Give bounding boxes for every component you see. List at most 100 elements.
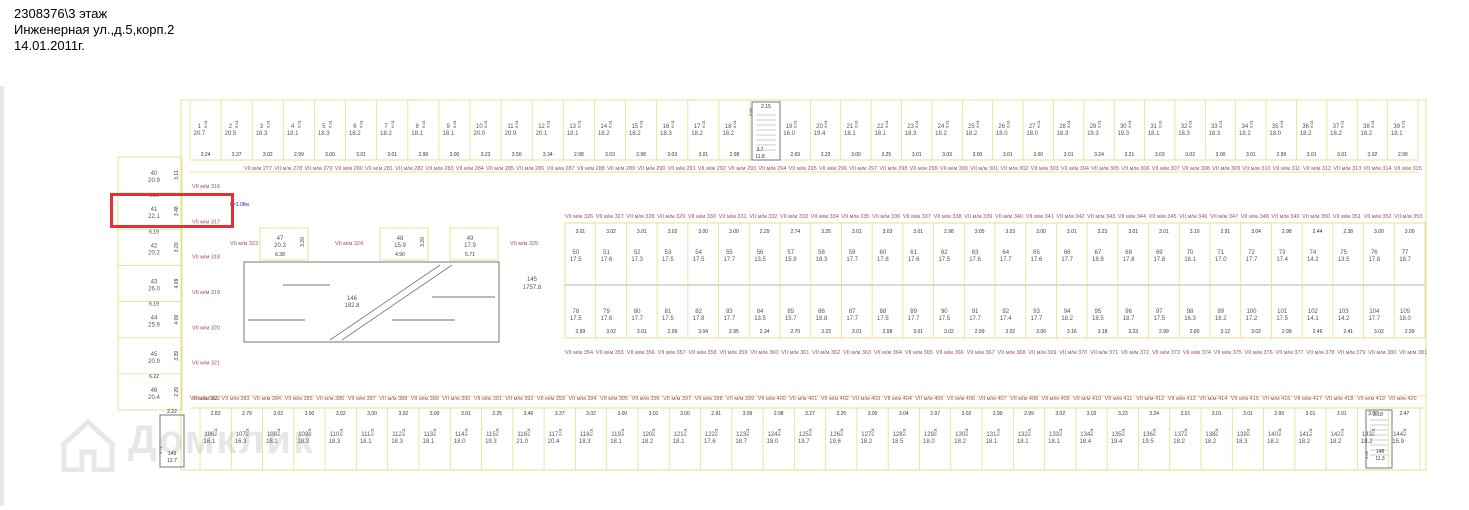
- room-width-label: 3.46: [524, 411, 534, 417]
- room-number: 93: [1033, 309, 1040, 315]
- room-depth-label: 6.01: [244, 427, 249, 436]
- parking-space-label: VII м/м 419: [1357, 396, 1385, 402]
- parking-space-label: VII м/м 332: [749, 214, 777, 220]
- parking-space-label: VII м/м 397: [663, 396, 691, 402]
- room-width-label: 3.00: [1033, 152, 1043, 158]
- room-number: 116: [517, 432, 527, 438]
- room-area: 18.0: [454, 439, 466, 445]
- room-area: 18.3: [1057, 131, 1069, 137]
- room-width-label: 3.23: [481, 152, 491, 158]
- stair-number: 3.7: [757, 147, 764, 153]
- room-number: 80: [634, 309, 641, 315]
- room-depth-label: 6.01: [853, 119, 858, 128]
- room-number: 24: [938, 124, 945, 130]
- room-area: 18.3: [318, 131, 330, 137]
- parking-space-label: VII м/м 338: [934, 214, 962, 220]
- room-area: 18.9: [1092, 257, 1104, 263]
- room-number: 43: [151, 280, 158, 286]
- room-width-label: 3.01: [461, 411, 471, 417]
- parking-space-label: VII м/м 319: [192, 290, 220, 296]
- room-area: 15.9: [1392, 439, 1404, 445]
- parking-space-label: VII м/м 389: [411, 396, 439, 402]
- stair-number: 149: [168, 451, 177, 457]
- room-width-label: 3.01: [387, 152, 397, 158]
- stair-bottom-left: [159, 414, 185, 468]
- room-depth-label: 6.01: [545, 119, 550, 128]
- room-depth-label: 6.01: [576, 119, 581, 128]
- room-width-label: 3.03: [1005, 229, 1015, 235]
- room-area: 18.2: [1361, 439, 1373, 445]
- room-area: 18.2: [954, 439, 966, 445]
- room-number: 109: [298, 432, 309, 438]
- stair-label: 2.18: [1373, 412, 1383, 418]
- room-area: 15.9: [394, 243, 406, 249]
- parking-space-label: VII м/м 318: [192, 255, 220, 261]
- room-number: 71: [1217, 250, 1224, 256]
- parking-space-label: VII м/м 317: [192, 219, 220, 225]
- room-width-label: 3.10: [1190, 229, 1200, 235]
- room-area: 17.5: [570, 316, 582, 322]
- room-area: 18.3: [816, 257, 828, 263]
- inner-room: [449, 227, 499, 261]
- room-width-label: 3.03: [667, 152, 677, 158]
- room-depth-label: 6.01: [701, 119, 706, 128]
- room-width-label: 3.00: [851, 152, 861, 158]
- room-depth-label: 6.01: [1218, 119, 1223, 128]
- room-area: 18.2: [1215, 316, 1227, 322]
- parking-space-label: VII м/м 312: [1303, 166, 1331, 172]
- room-area: 17.4: [1276, 257, 1288, 263]
- parking-space-label: VII м/м 279: [305, 166, 333, 172]
- parking-space-label: VII м/м 281: [365, 166, 393, 172]
- parking-space-label: VII м/м 401: [789, 396, 817, 402]
- room-depth-label: 6.01: [514, 119, 519, 128]
- parking-space-label: VII м/м 285: [486, 166, 514, 172]
- parking-space-label: VII м/м 394: [568, 396, 596, 402]
- parking-space-label: VII м/м 302: [1000, 166, 1028, 172]
- room-area: 16.1: [204, 439, 216, 445]
- room-number: 76: [1371, 250, 1378, 256]
- address-line: Инженерная ул.,д.5,корп.2: [14, 22, 175, 37]
- room-depth-label: 6.01: [839, 427, 844, 436]
- parking-space-label: VII м/м 391: [474, 396, 502, 402]
- room-width-label: 2.95: [729, 329, 739, 335]
- inner-room: [259, 227, 309, 261]
- room-area: 17.6: [1031, 257, 1043, 263]
- room-width-label: 3.01: [1067, 229, 1077, 235]
- room-area: 17.7: [723, 257, 735, 263]
- room-depth-label: 6.01: [463, 427, 468, 436]
- parking-space-label: VII м/м 322: [192, 396, 220, 402]
- parking-space-label: VII м/м 348: [1241, 214, 1269, 220]
- room-depth-label: 6.01: [1402, 427, 1407, 436]
- room-area: 20.9: [148, 178, 160, 184]
- room-depth-label: 6.01: [1120, 427, 1125, 436]
- room-area: 18.1: [1184, 257, 1196, 263]
- room-area: 17.7: [908, 316, 920, 322]
- room-number: 123: [736, 432, 747, 438]
- room-width-label: 2.99: [993, 411, 1003, 417]
- room-number: 15: [632, 124, 639, 130]
- room-area: 17.5: [1276, 316, 1288, 322]
- room-area: 14.2: [1307, 257, 1319, 263]
- room-number: 99: [1217, 309, 1224, 315]
- room-width-label: 2.97: [930, 411, 940, 417]
- parking-space-label: VII м/м 297: [849, 166, 877, 172]
- room-number: 75: [1340, 250, 1347, 256]
- parking-space-label: VII м/м 355: [596, 350, 624, 356]
- parking-space-label: VII м/м 392: [505, 396, 533, 402]
- room-number: 12: [538, 124, 545, 130]
- room-depth-label: 6.01: [1279, 119, 1284, 128]
- room-depth-label: 6.01: [1058, 427, 1063, 436]
- parking-space-label: VII м/м 331: [719, 214, 747, 220]
- room-depth-label: 6.01: [307, 427, 312, 436]
- parking-space-label: VII м/м 404: [884, 396, 912, 402]
- room-number: 54: [695, 250, 702, 256]
- room-width-label: 3.23: [1128, 329, 1138, 335]
- room-area: 17.5: [662, 257, 674, 263]
- room-number: 52: [634, 250, 641, 256]
- parking-space-label: VII м/м 308: [1182, 166, 1210, 172]
- room-area: 17.6: [601, 316, 613, 322]
- room-depth-label: 6.01: [483, 119, 488, 128]
- room-width-label: 3.02: [336, 411, 346, 417]
- room-number: 134: [1080, 432, 1091, 438]
- room-area: 18.2: [722, 131, 734, 137]
